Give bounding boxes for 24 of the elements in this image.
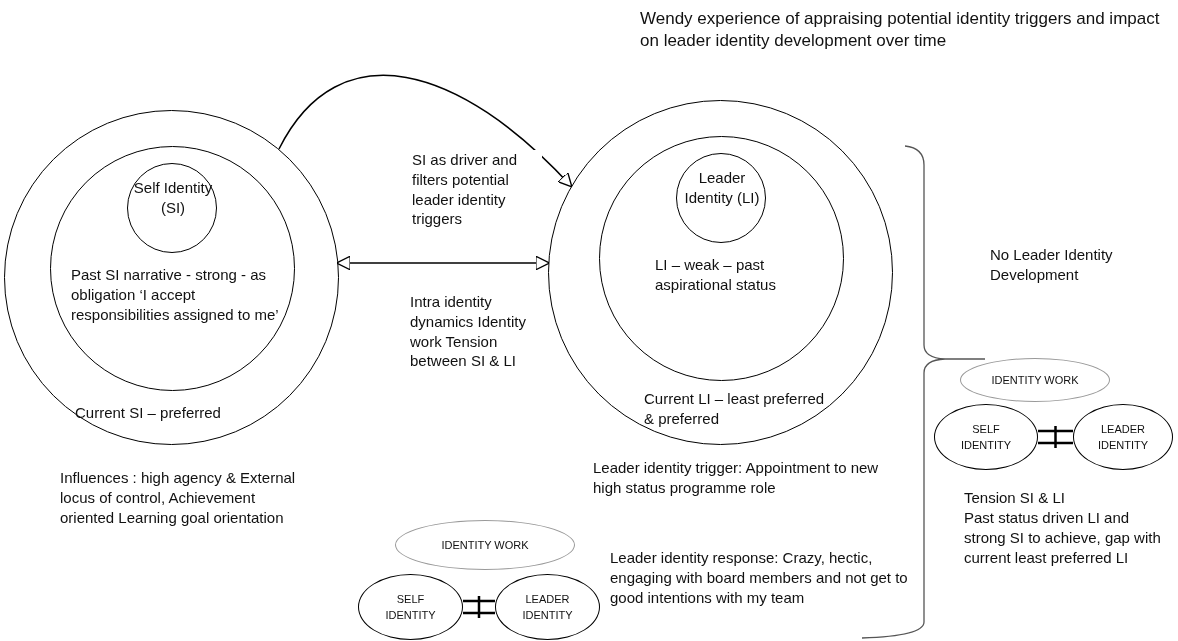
- note-text: Influences : high agency & External locus of control, Achievement oriented Learning goal orientation: [60, 468, 297, 528]
- arrow: [336, 255, 551, 271]
- ellipse-node: LEADER IDENTITY: [495, 574, 600, 640]
- ellipse-node: SELF IDENTITY: [358, 574, 463, 640]
- circle-label: Past SI narrative - strong - as obligation ‘I accept responsibilities assigned to me’: [71, 265, 280, 325]
- circle-label: LI – weak – past aspirational status: [655, 255, 777, 295]
- ellipse-node: SELF IDENTITY: [934, 404, 1038, 470]
- note-text: No Leader Identity Development: [990, 245, 1114, 285]
- circle-label: Leader Identity (LI): [683, 168, 761, 208]
- tension-connector: [461, 594, 497, 620]
- ellipse-node: IDENTITY WORK: [395, 520, 575, 570]
- note-text: Leader identity response: Crazy, hectic, engaging with board members and not get to good intentions with my team: [610, 548, 909, 608]
- note-text: Past status driven LI and strong SI to achieve, gap with current least preferred LI: [964, 508, 1162, 568]
- circle-label: Self Identity (SI): [132, 178, 214, 218]
- circle-label: Current SI – preferred: [75, 403, 222, 423]
- ellipse-node: LEADER IDENTITY: [1073, 404, 1173, 470]
- note-text: Tension SI & LI: [964, 488, 1066, 508]
- edge-label: SI as driver and filters potential leader identity triggers: [412, 150, 542, 230]
- arrow: [278, 74, 573, 188]
- ellipse-node: IDENTITY WORK: [960, 358, 1110, 402]
- note-text: Leader identity trigger: Appointment to new high status programme role: [593, 458, 880, 498]
- title: Wendy experience of appraising potential identity triggers and impact on leader identity development over time: [640, 8, 1160, 53]
- tension-connector: [1036, 424, 1075, 450]
- circle-label: Current LI – least preferred & preferred: [644, 389, 826, 429]
